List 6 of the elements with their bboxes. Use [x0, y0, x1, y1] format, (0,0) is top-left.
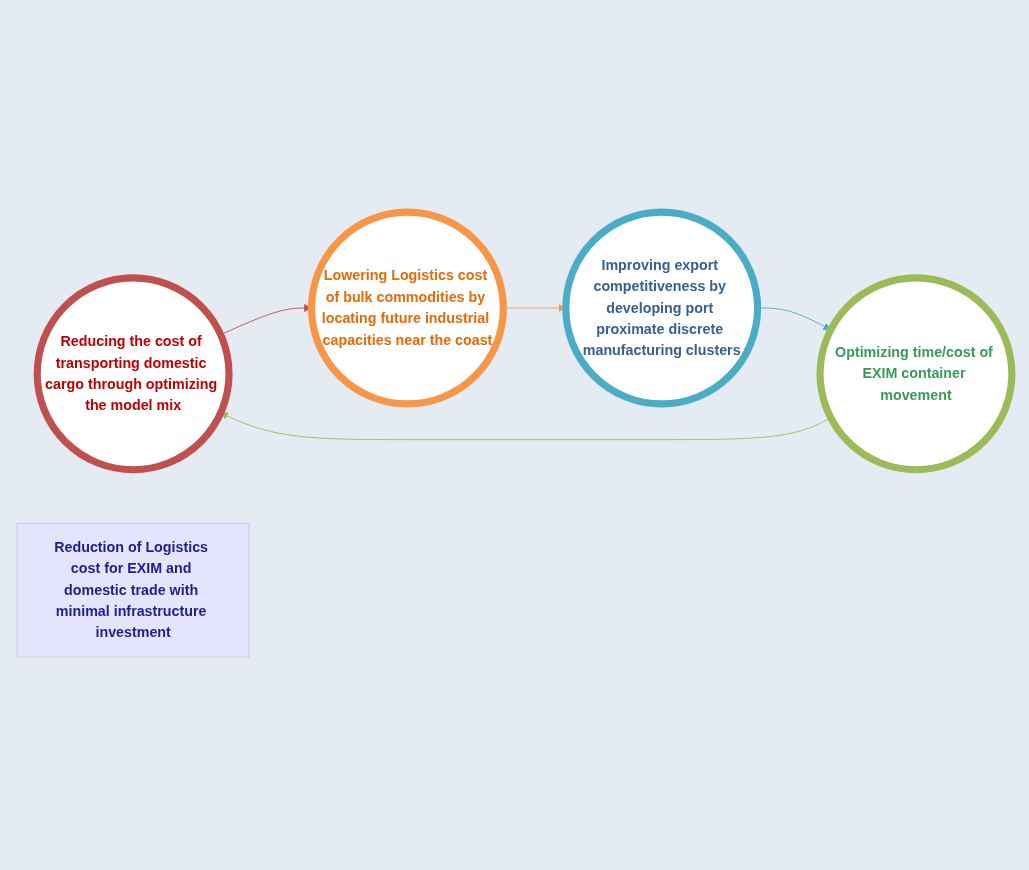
node-circle — [562, 208, 762, 408]
node-circle — [33, 274, 233, 474]
node-circle — [307, 208, 507, 408]
node-box — [16, 523, 250, 658]
diagram: Reducing the cost of transporting domestic cargo through optimizing the model mix Lowering Logistics cost of bulk commodities by locating future industrial capacities near the coast Reduction of Logistics cost for EXIM and domestic trade with minimal infrastructure investment Optimizing time/cost of EXIM container movement Improving export competitiveness by developing port proximate discrete manufacturing clusters — [10, 205, 1019, 665]
node-circle — [816, 274, 1016, 474]
